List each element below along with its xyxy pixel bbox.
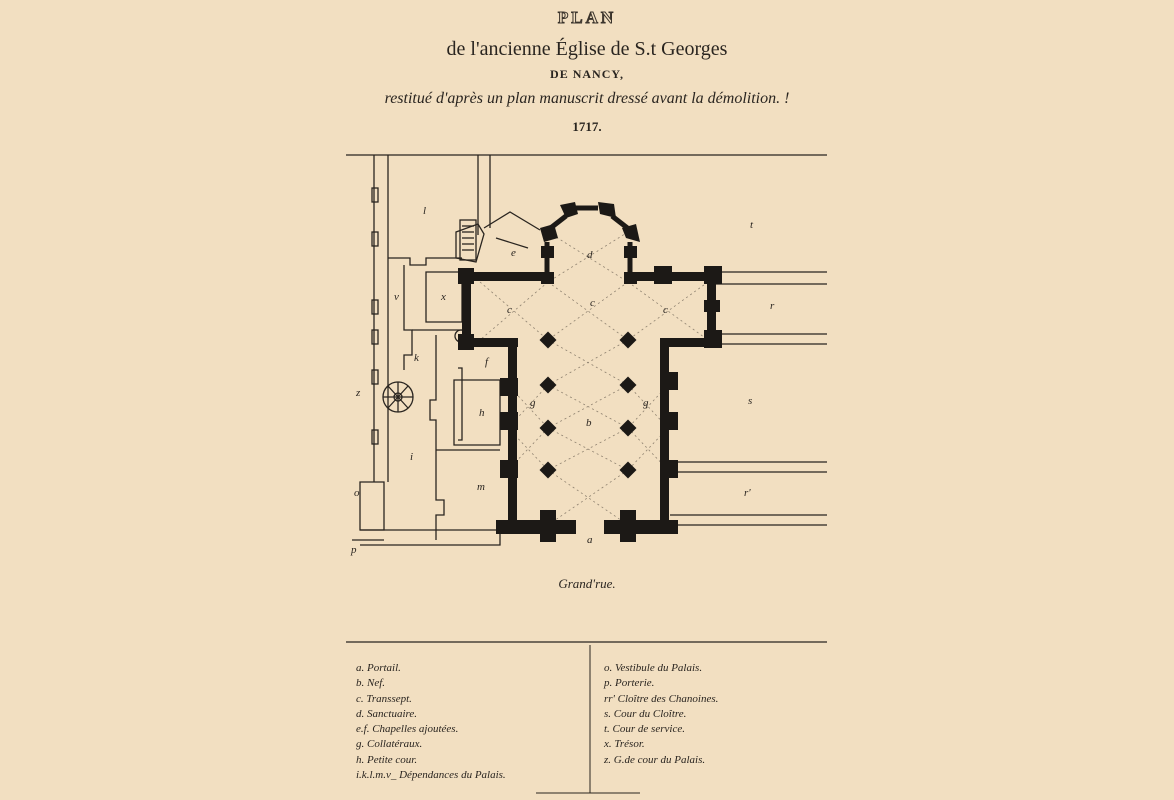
plan-label-c-center: c (590, 297, 595, 309)
title-line-year: 1717. (572, 119, 602, 134)
plan-label-p: p (350, 544, 357, 556)
plan-letters: l t e d v x c c c r k f z s g g h b i m … (350, 205, 775, 556)
plan-label-r-prime: r' (744, 487, 751, 499)
apse-walls (544, 205, 633, 272)
title-line-church: de l'ancienne Église de S.t Georges (446, 38, 728, 60)
vault-ribs (479, 231, 709, 526)
legend-item: d. Sanctuaire. (356, 707, 417, 720)
palace-dependencies (352, 155, 541, 546)
plan-label-e: e (511, 247, 516, 259)
legend-item: h. Petite cour. (356, 753, 418, 766)
plan-label-b: b (586, 417, 592, 429)
church-walls (458, 202, 722, 542)
plan-label-m: m (477, 481, 485, 493)
legend-item: c. Transsept. (356, 692, 412, 705)
legend-left: a. Portail. b. Nef. c. Transsept. d. San… (356, 661, 506, 783)
plan-label-c-right: c (663, 304, 668, 316)
plan-label-o: o (354, 487, 360, 499)
plan-label-h: h (479, 407, 485, 419)
plan-label-c-left: c (507, 304, 512, 316)
legend-item: o. Vestibule du Palais. (604, 662, 703, 674)
plan-label-r: r (770, 300, 775, 312)
legend-item: p. Porterie. (604, 677, 655, 690)
legend-item: i.k.l.m.v_ Dépendances du Palais. (356, 769, 506, 782)
legend-item: x. Trésor. (604, 738, 645, 751)
legend-item: e.f. Chapelles ajoutées. (356, 723, 459, 736)
plan-label-k: k (414, 352, 420, 364)
legend-item: b. Nef. (356, 677, 386, 690)
plan-label-t: t (750, 219, 754, 231)
legend-item: t. Cour de service. (604, 723, 685, 736)
cloister-galleries (670, 271, 827, 526)
plan-heading: PLAN (557, 8, 617, 28)
title-line-city: DE NANCY, (550, 67, 624, 81)
plan-label-d: d (587, 249, 593, 261)
street-name: Grand'rue. (558, 576, 616, 591)
legend-item: g. Collatéraux. (356, 738, 423, 751)
title-line-subtitle: restitué d'après un plan manuscrit dress… (384, 90, 790, 107)
legend-item: a. Portail. (356, 662, 401, 674)
plan-label-z: z (355, 387, 361, 399)
plan-label-i: i (410, 451, 413, 463)
plan-label-l: l (423, 205, 426, 217)
plan-label-v: v (394, 291, 399, 303)
plan-label-f: f (485, 356, 490, 368)
plan-label-s: s (748, 395, 752, 407)
plan-label-g-right: g (643, 397, 649, 409)
plan-label-g-left: g (530, 397, 536, 409)
legend-item: s. Cour du Cloître. (604, 707, 687, 720)
plan-label-x: x (440, 291, 446, 303)
legend-item: rr' Cloître des Chanoines. (604, 692, 719, 705)
plan-label-a: a (587, 534, 593, 546)
legend-item: z. G.de cour du Palais. (604, 753, 706, 766)
legend-right: o. Vestibule du Palais. p. Porterie. rr'… (604, 661, 718, 768)
